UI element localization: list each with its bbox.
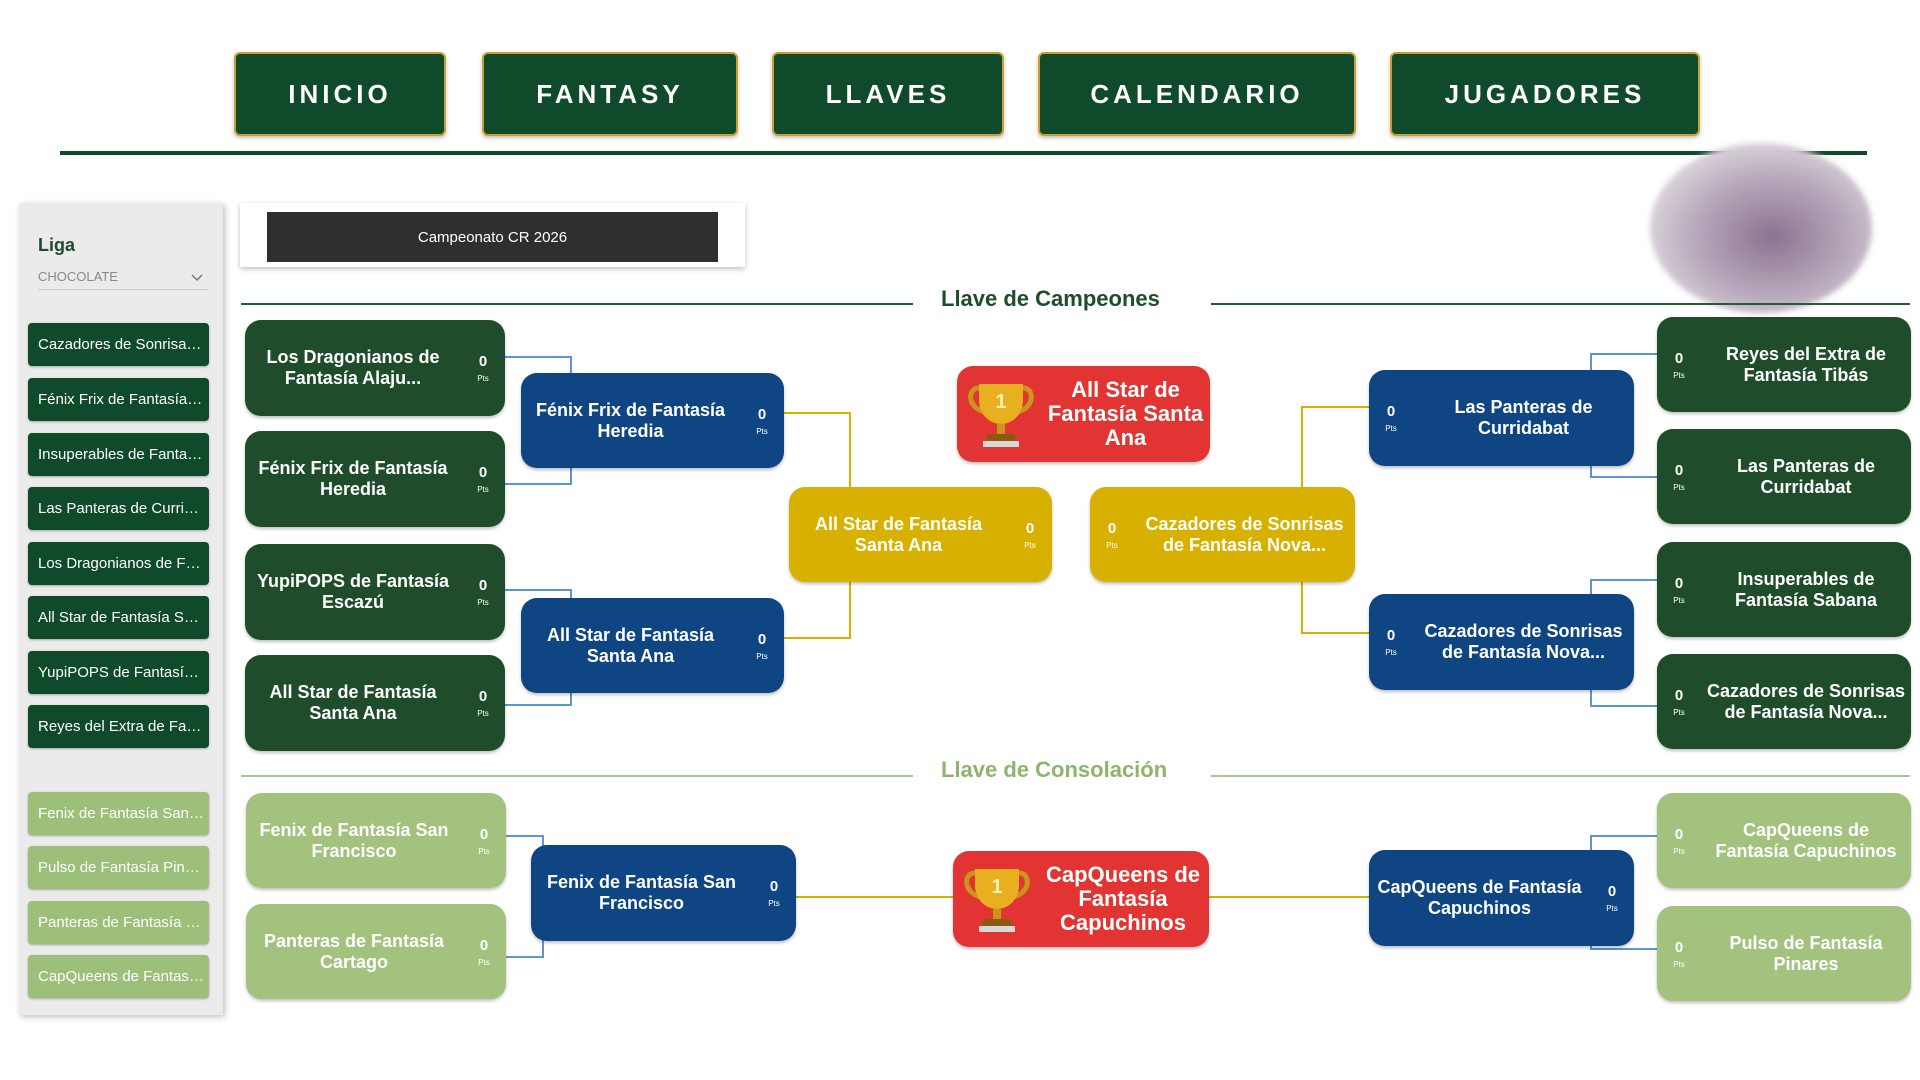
champions-bracket-title: Llave de Campeones <box>941 286 1160 311</box>
section-divider <box>241 775 913 777</box>
nav-calendario-button[interactable]: CALENDARIO <box>1038 52 1356 136</box>
sidebar-team-item[interactable]: Fénix Frix de Fantasía Heredia <box>28 378 209 421</box>
sidebar-consolation-item[interactable]: Fenix de Fantasía San Francisco <box>28 792 209 835</box>
section-divider <box>241 303 913 305</box>
sidebar-team-item[interactable]: Cazadores de Sonrisas de Fantasía Novace… <box>28 323 209 366</box>
consolation-bracket-title: Llave de Consolación <box>941 757 1168 782</box>
championship-selector: Campeonato CR 2026 <box>240 203 745 267</box>
trophy-icon: 1 <box>964 869 1030 932</box>
sidebar-team-item[interactable]: Las Panteras de Curridabat <box>28 487 209 530</box>
sidebar-team-item[interactable]: Reyes del Extra de Fantasía Tibás <box>28 705 209 748</box>
sidebar-consolation-item[interactable]: CapQueens de Fantasía Capuchinos <box>28 955 209 998</box>
avatar[interactable] <box>1650 143 1872 313</box>
sidebar-consolation-item[interactable]: Pulso de Fantasía Pinares <box>28 846 209 889</box>
sidebar-consolation-item[interactable]: Panteras de Fantasía Cartago <box>28 901 209 944</box>
championship-title[interactable]: Campeonato CR 2026 <box>267 212 718 262</box>
trophy-rank: 1 <box>991 876 1002 898</box>
trophy-icon: 1 <box>968 384 1034 447</box>
league-label: Liga <box>38 235 76 255</box>
chevron-down-icon <box>191 273 203 281</box>
section-divider <box>1211 775 1910 777</box>
champion-winner-box: 1 All Star de Fantasía Santa Ana <box>957 366 1210 462</box>
section-divider <box>1211 303 1910 305</box>
consolation-winner-box: 1 CapQueens de Fantasía Capuchinos <box>953 851 1209 947</box>
nav-inicio-button[interactable]: INICIO <box>234 52 446 136</box>
sidebar-team-item[interactable]: Los Dragonianos de Fantasía Alajuela <box>28 542 209 585</box>
sidebar-team-item[interactable]: All Star de Fantasía Santa Ana <box>28 596 209 639</box>
nav-divider <box>60 151 1867 155</box>
nav-llaves-button[interactable]: LLAVES <box>772 52 1004 136</box>
sidebar-team-item[interactable]: Insuperables de Fantasía Sabana <box>28 433 209 476</box>
nav-jugadores-button[interactable]: JUGADORES <box>1390 52 1700 136</box>
trophy-rank: 1 <box>995 391 1006 413</box>
league-select[interactable]: CHOCOLATE <box>38 264 208 290</box>
sidebar: Liga CHOCOLATE Cazadores de Sonrisas de … <box>19 203 223 1015</box>
sidebar-team-item[interactable]: YupiPOPS de Fantasía Escazú <box>28 651 209 694</box>
nav-fantasy-button[interactable]: FANTASY <box>482 52 738 136</box>
league-select-value: CHOCOLATE <box>38 269 118 284</box>
